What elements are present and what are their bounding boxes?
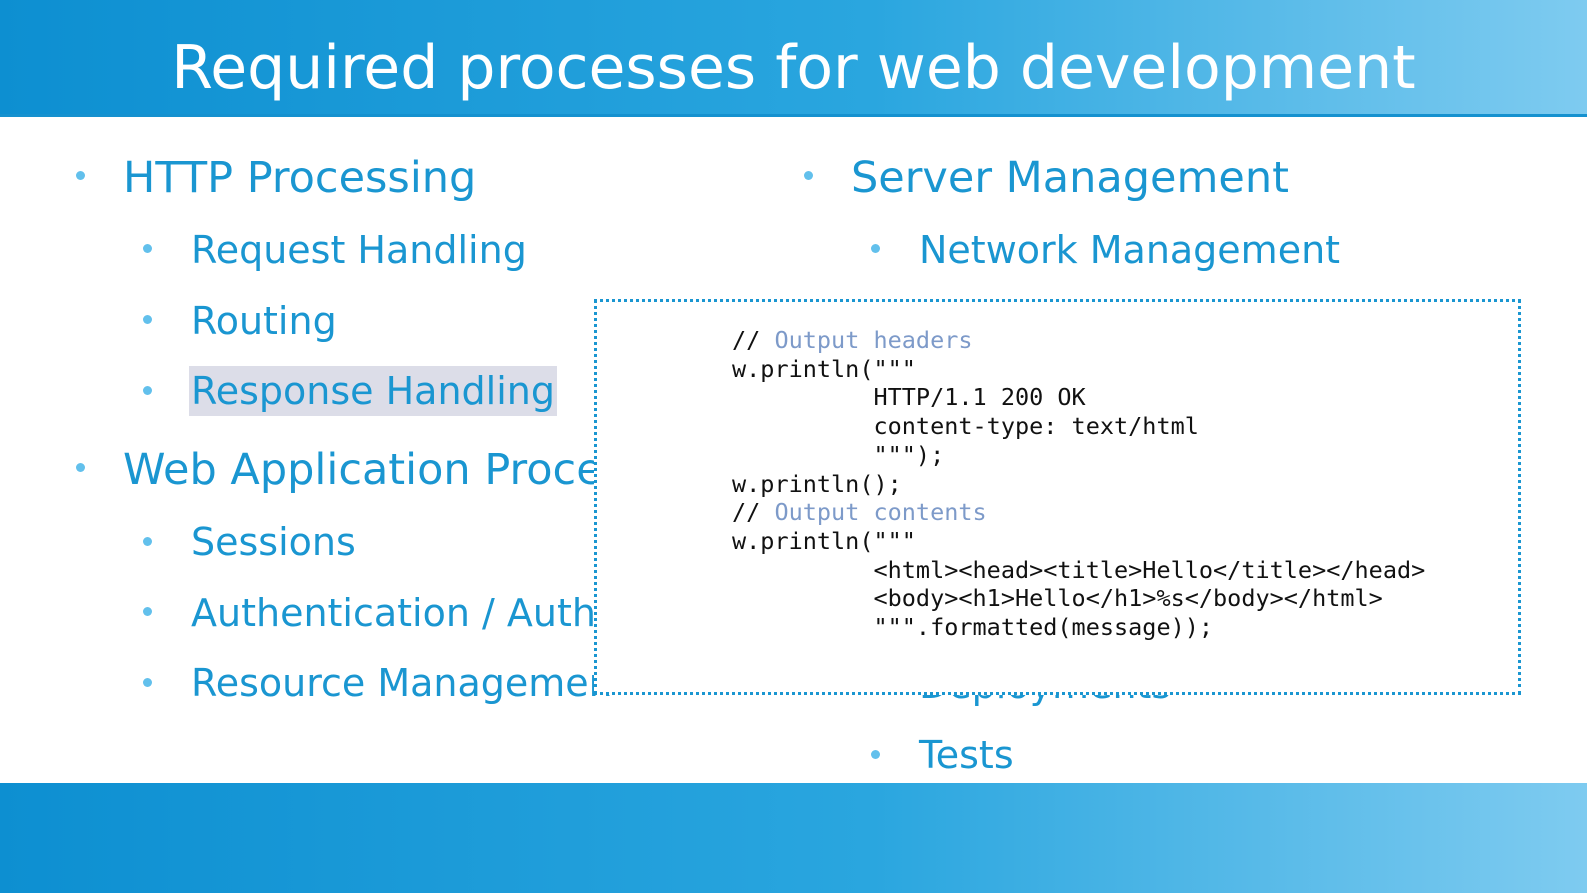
code-line: """); bbox=[732, 440, 945, 469]
left-item-routing[interactable]: Routing bbox=[191, 299, 337, 343]
bullet-icon bbox=[143, 678, 152, 687]
left-item-sessions[interactable]: Sessions bbox=[191, 520, 356, 564]
code-line: HTTP/1.1 200 OK bbox=[732, 383, 1086, 412]
left-item-response-handling[interactable]: Response Handling bbox=[189, 366, 557, 416]
right-item-tests[interactable]: Tests bbox=[919, 733, 1014, 777]
title-bar bbox=[0, 0, 1587, 117]
code-line: <body><h1>Hello</h1>%s</body></html> bbox=[732, 584, 1383, 613]
code-comment: // Output contents bbox=[732, 498, 987, 527]
bullet-icon bbox=[871, 750, 880, 759]
bullet-icon bbox=[143, 244, 152, 253]
left-item-resource-management[interactable]: Resource Managemen bbox=[191, 661, 613, 705]
right-item-server-management[interactable]: Server Management bbox=[851, 153, 1289, 203]
left-item-authentication[interactable]: Authentication / Authe bbox=[191, 591, 620, 635]
footer-bar bbox=[0, 783, 1587, 893]
left-item-http-processing[interactable]: HTTP Processing bbox=[123, 153, 477, 203]
bullet-icon bbox=[871, 244, 880, 253]
right-item-network-management[interactable]: Network Management bbox=[919, 228, 1341, 272]
bullet-icon bbox=[143, 607, 152, 616]
bullet-icon bbox=[143, 386, 152, 395]
code-comment: // Output headers bbox=[732, 326, 973, 354]
code-line: <html><head><title>Hello</title></head> bbox=[732, 555, 1426, 584]
code-line: content-type: text/html bbox=[732, 412, 1199, 441]
bullet-icon bbox=[143, 315, 152, 324]
code-box[interactable]: // Output headers w.println(""" HTTP/1.1… bbox=[594, 299, 1521, 695]
code-line: """.formatted(message)); bbox=[732, 613, 1214, 642]
bullet-icon bbox=[76, 463, 85, 472]
slide-title: Required processes for web development bbox=[171, 33, 1416, 103]
left-item-web-application-processing[interactable]: Web Application Proces bbox=[123, 445, 626, 495]
code-line: w.println(""" bbox=[732, 526, 916, 555]
left-item-request-handling[interactable]: Request Handling bbox=[191, 228, 527, 272]
code-block: // Output headers w.println(""" HTTP/1.1… bbox=[732, 326, 1425, 642]
code-line: w.println(); bbox=[732, 469, 902, 498]
code-line: w.println(""" bbox=[732, 354, 916, 383]
bullet-icon bbox=[804, 171, 813, 180]
bullet-icon bbox=[76, 171, 85, 180]
bullet-icon bbox=[143, 537, 152, 546]
